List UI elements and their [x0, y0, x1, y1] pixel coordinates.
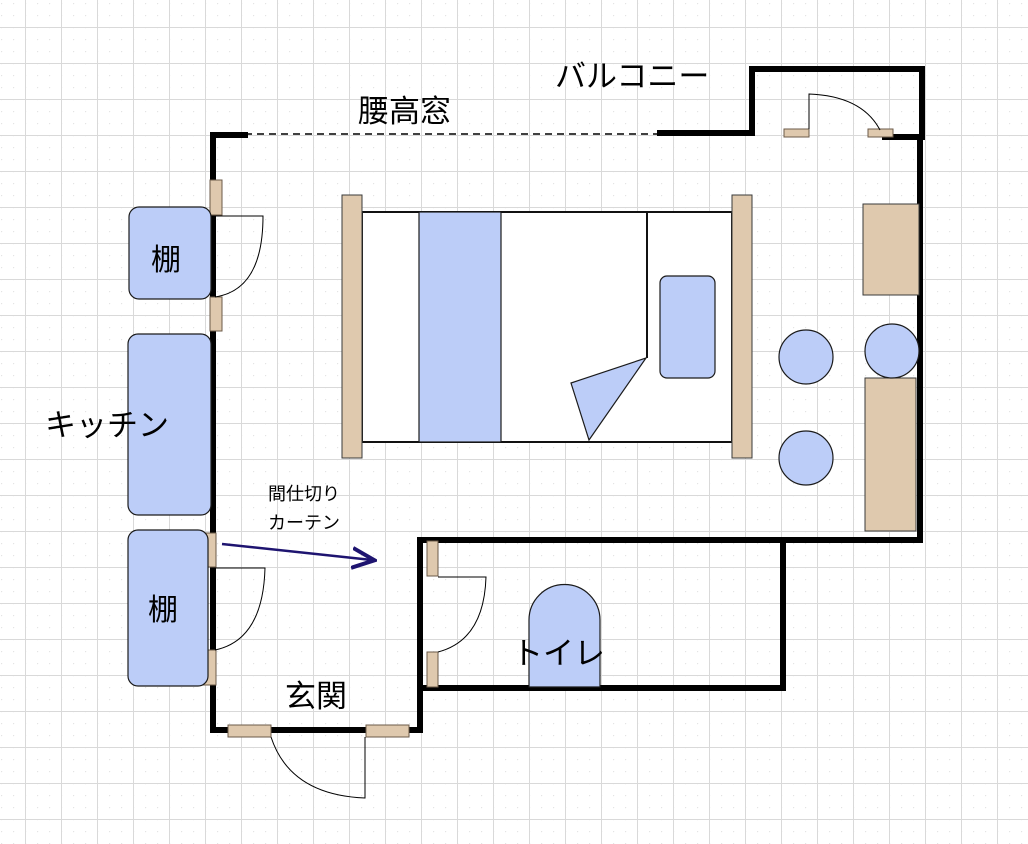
entrance-label: 玄関: [285, 679, 347, 715]
kitchen-counter: [127, 333, 212, 516]
walls: [210, 66, 925, 733]
bed: [341, 194, 753, 459]
balcony-label: バルコニー: [555, 59, 709, 95]
stool: [778, 430, 834, 486]
right-furniture: [778, 203, 920, 532]
curtain-label-1: 間仕切り: [268, 484, 340, 505]
stool: [864, 323, 920, 379]
toilet-fixture: [528, 583, 601, 688]
headboard: [341, 194, 363, 459]
toilet-label: トイレ: [512, 636, 605, 672]
shelf-top: [128, 206, 212, 300]
pillow: [659, 275, 716, 379]
kitchen-label: キッチン: [45, 408, 169, 444]
window-label: 腰高窓: [358, 94, 451, 130]
stool: [778, 329, 834, 385]
shelf-top-label: 棚: [151, 243, 181, 278]
footboard: [731, 194, 753, 459]
folded-blanket: [570, 356, 648, 442]
shelf-bottom-label: 棚: [148, 593, 178, 628]
curtain-arrow: [221, 542, 372, 560]
curtain-label-2: カーテン: [268, 513, 340, 534]
shelf-bottom: [127, 529, 209, 687]
